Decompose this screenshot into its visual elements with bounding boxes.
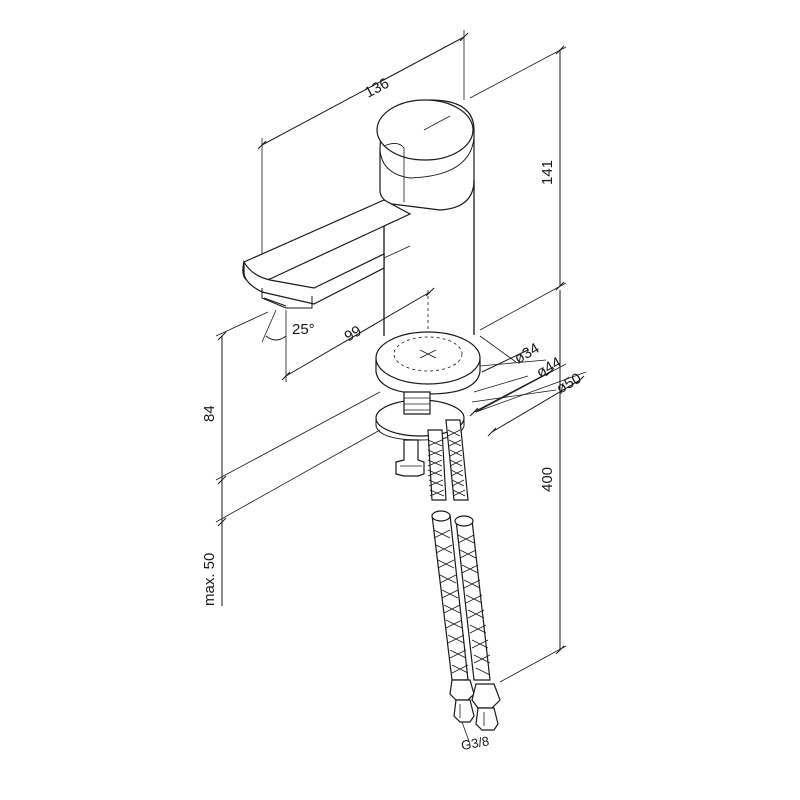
dimension-99-label: 99 — [342, 322, 365, 345]
dimension-84: 84 — [201, 311, 381, 485]
dimension-141: 141 — [469, 45, 567, 331]
threaded-stud — [395, 439, 425, 477]
dimension-99: 99 — [281, 287, 435, 382]
dimension-400: 400 — [475, 290, 567, 683]
dimension-141-label: 141 — [539, 160, 556, 185]
dimension-84-label: 84 — [201, 405, 218, 422]
spout — [242, 199, 412, 309]
mounting-washer — [375, 391, 465, 441]
dimension-25-label: 25° — [292, 321, 315, 338]
dimension-25-angle: 25° — [261, 309, 315, 343]
handle — [376, 99, 475, 211]
dimension-max50-label: max. 50 — [201, 553, 218, 606]
thread-label: G3/8 — [460, 721, 490, 753]
base-flange — [375, 331, 481, 395]
dimension-400-label: 400 — [539, 467, 556, 492]
dimension-136-label: 136 — [362, 75, 392, 102]
dimension-max50: max. 50 — [201, 429, 381, 606]
dimension-diameters: ø34 ø44 ø50 — [469, 335, 587, 437]
thread-g38-label: G3/8 — [460, 733, 490, 753]
flex-hoses — [427, 419, 501, 731]
